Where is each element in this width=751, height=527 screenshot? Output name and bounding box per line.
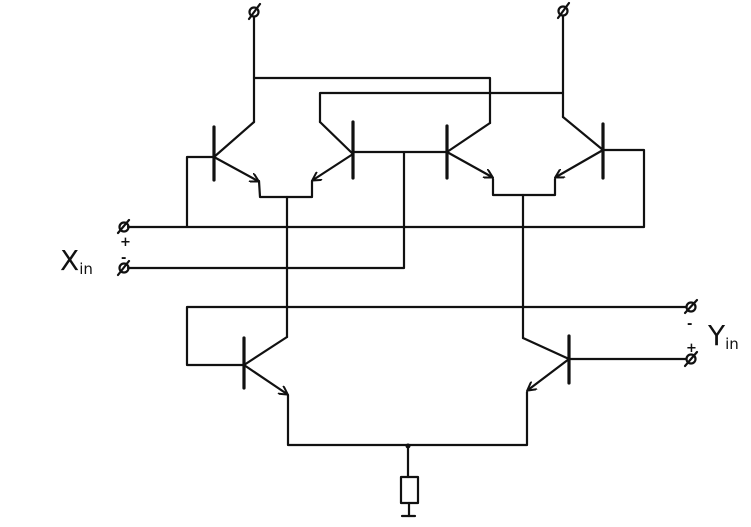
y-minus-sign: - — [687, 317, 692, 332]
supply-terminal-left — [247, 2, 262, 124]
transistor-q5 — [242, 335, 287, 394]
tail-resistor — [399, 443, 420, 518]
y-plus-sign: + — [686, 341, 697, 356]
transistor-q3 — [445, 121, 492, 180]
x-minus-terminal[interactable] — [116, 259, 131, 277]
transistor-q6 — [521, 334, 571, 390]
x-input-label: Xin — [60, 244, 93, 278]
x-plus-sign: + — [120, 235, 131, 250]
x-minus-wire — [126, 150, 449, 270]
collector-wire-cross-a — [252, 76, 492, 125]
y-minus-wire — [185, 305, 688, 367]
emitter-node-right-pair — [491, 177, 557, 197]
emitter-node-left-pair — [257, 179, 314, 199]
transistor-q2 — [313, 120, 355, 180]
x-plus-terminal[interactable] — [116, 218, 131, 235]
lower-emitter-node — [286, 390, 529, 447]
x-plus-wire — [126, 148, 646, 229]
x-minus-sign: - — [121, 251, 126, 266]
collector-wire-cross-b — [318, 91, 565, 124]
supply-terminal-right — [556, 1, 571, 119]
y-input-label: Yin — [707, 319, 739, 353]
y-plus-terminal[interactable] — [683, 350, 699, 368]
y-minus-terminal[interactable] — [683, 298, 699, 315]
transistor-q1 — [212, 120, 258, 181]
transistor-q4 — [556, 115, 605, 180]
